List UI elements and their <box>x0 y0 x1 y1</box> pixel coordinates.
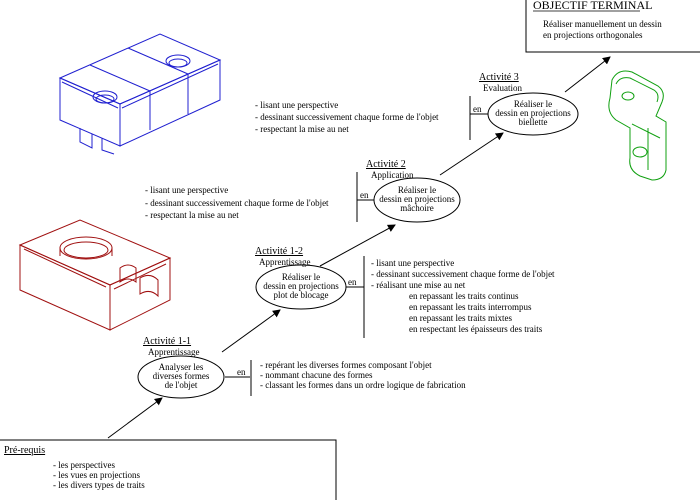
bubble-line: Réaliser le <box>514 99 552 109</box>
activity-subbullet: en respectant les épaisseurs des traits <box>409 324 543 334</box>
activity-subtitle: Apprentissage <box>259 257 311 267</box>
bubble-line: dessin en projections <box>495 108 571 118</box>
green-part-drawing <box>608 70 667 181</box>
bubble-line: dessin en projections <box>379 194 455 204</box>
activity-bullet: - lisant une perspective <box>255 100 338 110</box>
activity-subtitle: Application <box>371 170 414 180</box>
activity-subtitle: Apprentissage <box>148 347 200 357</box>
prerequisites-box: Pré-requis - les perspectives - les vues… <box>0 439 337 500</box>
activity-bullet: - réalisant une mise au net <box>371 280 466 290</box>
bubble-line: Analyser les <box>159 362 204 372</box>
activity-2: Activité 2 Application Réaliser le dessi… <box>145 159 461 223</box>
bubble-line: mâchoire <box>400 203 433 213</box>
prerequisite-item: - les perspectives <box>53 460 115 470</box>
activity-bullet: - nommant chacune des formes <box>260 370 373 380</box>
activity-bullet: - repérant les diverses formes composant… <box>260 360 432 370</box>
en-label: en <box>473 104 482 114</box>
activity-bullet: - dessinant successivement chaque forme … <box>255 112 439 122</box>
activity-bullet: - lisant une perspective <box>371 258 454 268</box>
activity-subbullet: en repassant les traits interrompus <box>409 302 532 312</box>
bubble-line: Réaliser le <box>282 272 320 282</box>
activity-title: Activité 1-2 <box>255 246 303 257</box>
activity-1-1: Activité 1-1 Apprentissage Analyser les … <box>137 336 466 399</box>
activity-subbullet: en repassant les traits continus <box>409 291 519 301</box>
arrow-a2-to-a3 <box>439 132 504 176</box>
arrow-prerequis-to-a11 <box>107 397 163 439</box>
objective-desc-line-2: en projections orthogonales <box>543 30 643 40</box>
activity-subtitle: Evaluation <box>483 83 522 93</box>
bubble-line: Réaliser le <box>398 185 436 195</box>
activity-1-2: Activité 1-2 Apprentissage Réaliser le d… <box>255 246 555 338</box>
activity-bullet: - respectant la mise au net <box>255 124 349 134</box>
prerequisite-item: - les divers types de traits <box>53 480 145 490</box>
objective-box: OBJECTIF TERMINAL Réaliser manuellement … <box>525 0 700 53</box>
progression-arrows <box>107 56 611 439</box>
blue-part-drawing <box>58 33 222 155</box>
bubble-line: biellette <box>519 117 548 127</box>
activity-title: Activité 3 <box>479 72 519 83</box>
objective-desc-line-1: Réaliser manuellement un dessin <box>543 19 662 29</box>
arrow-a12-to-a2 <box>319 224 396 267</box>
prerequisite-item: - les vues en projections <box>53 470 140 480</box>
arrow-a11-to-a12 <box>221 309 281 353</box>
bubble-line: plot de blocage <box>274 290 329 300</box>
prerequisites-title: Pré-requis <box>4 445 45 456</box>
activity-subbullet: en repassant les traits mixtes <box>409 313 512 323</box>
activity-bullet: - dessinant successivement chaque forme … <box>145 198 329 208</box>
activity-title: Activité 2 <box>366 159 406 170</box>
activity-title: Activité 1-1 <box>143 336 191 347</box>
en-label: en <box>237 367 246 377</box>
objective-title: OBJECTIF TERMINAL <box>533 0 652 12</box>
activity-bullet: - lisant une perspective <box>145 185 228 195</box>
activity-3: Activité 3 Evaluation Réaliser le dessin… <box>255 72 579 140</box>
activity-bullet: - classant les formes dans un ordre logi… <box>260 380 466 390</box>
arrow-a3-to-objective <box>564 56 611 93</box>
activity-bullet: - dessinant successivement chaque forme … <box>371 269 555 279</box>
bubble-line: diverses formes <box>153 371 210 381</box>
activity-bullet: - respectant la mise au net <box>145 210 239 220</box>
bubble-line: dessin en projections <box>263 281 339 291</box>
en-label: en <box>360 190 369 200</box>
en-label: en <box>348 277 357 287</box>
bubble-line: de l'objet <box>165 380 198 390</box>
activity-bubble <box>137 355 225 399</box>
red-part-drawing <box>18 219 172 331</box>
